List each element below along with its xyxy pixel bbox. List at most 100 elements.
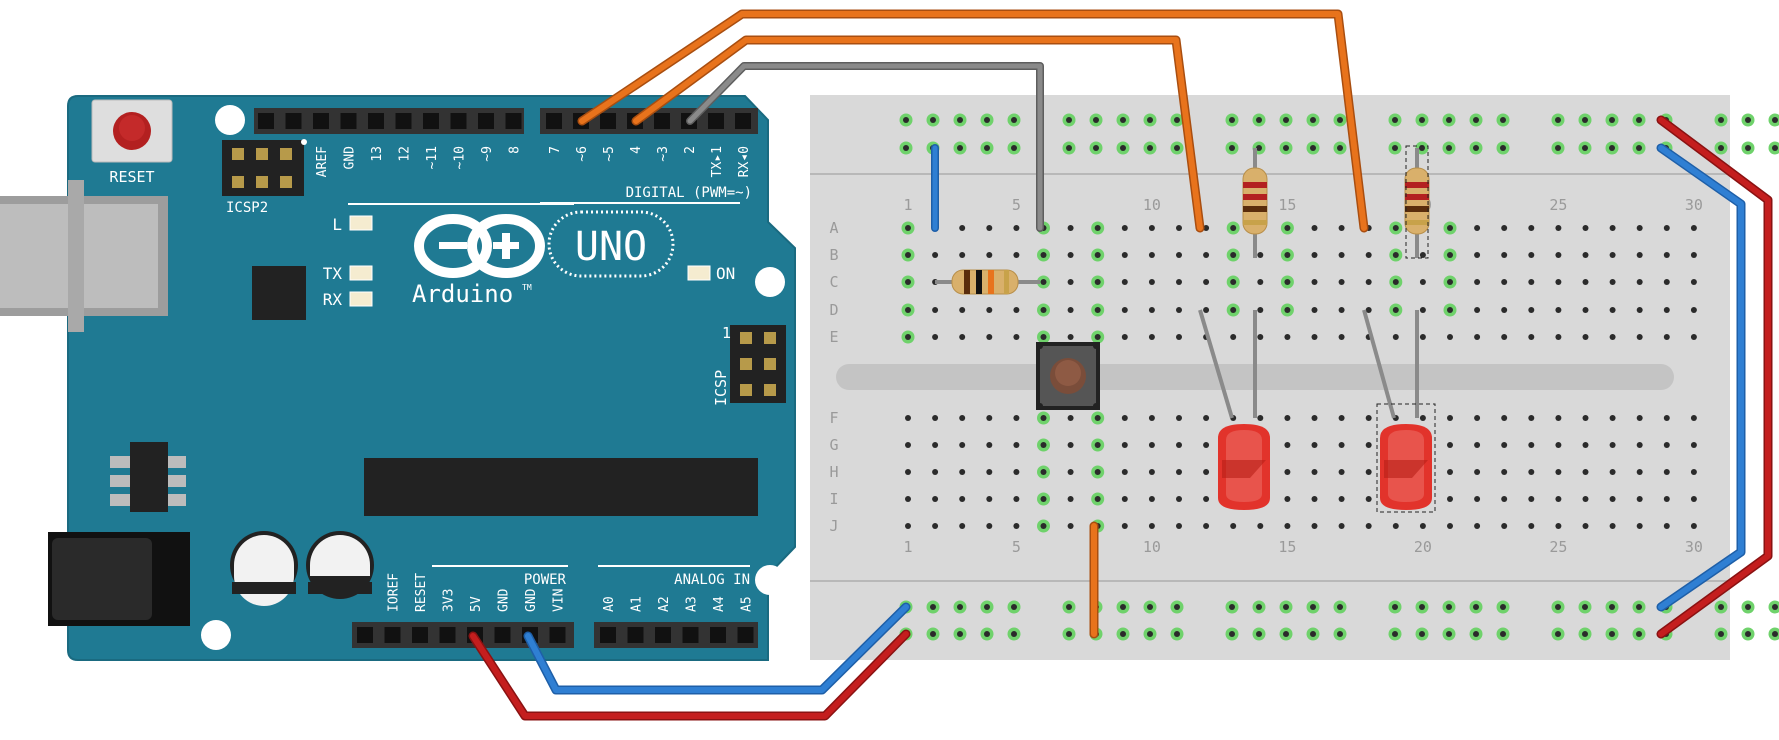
mounting-hole — [215, 105, 245, 135]
hole — [1283, 145, 1289, 151]
hole — [1256, 604, 1262, 610]
hole — [1148, 225, 1155, 231]
hole — [1311, 442, 1318, 448]
hole — [1310, 604, 1316, 610]
hole — [1555, 117, 1561, 123]
hole — [1392, 117, 1398, 123]
hole — [1690, 334, 1697, 340]
pin-socket — [505, 113, 522, 129]
hole — [1338, 307, 1345, 313]
hole — [1447, 523, 1453, 529]
push-button[interactable] — [1036, 342, 1100, 410]
digital-pin-label: 2 — [683, 146, 698, 154]
hole — [986, 252, 993, 258]
hole — [1392, 334, 1399, 340]
hole — [1176, 415, 1182, 421]
digital-pin-label: RX◂0 — [737, 146, 752, 177]
digital-pin-label: ~10 — [453, 146, 468, 169]
hole — [1284, 279, 1291, 285]
hole — [1256, 117, 1262, 123]
hole — [1040, 523, 1047, 529]
hole — [1174, 604, 1180, 610]
hole — [1663, 523, 1670, 529]
hole — [1013, 225, 1020, 231]
digital-pin-label: 7 — [548, 146, 563, 154]
hole — [1528, 334, 1535, 340]
hole — [1392, 604, 1398, 610]
reset-button[interactable] — [91, 99, 173, 163]
led-tx-label: TX — [323, 264, 343, 283]
hole — [1419, 631, 1425, 637]
hole — [1501, 307, 1508, 313]
hole — [1609, 415, 1616, 421]
hole — [1582, 604, 1588, 610]
capacitor — [230, 531, 298, 606]
hole — [1148, 252, 1155, 258]
digital-pin-sockets — [232, 113, 776, 396]
hole — [1528, 469, 1535, 475]
hole — [1555, 279, 1562, 285]
hole — [1203, 225, 1210, 231]
icsp-pin1-label: 1 — [722, 324, 731, 342]
pin-socket — [655, 627, 671, 643]
hole — [1013, 442, 1020, 448]
hole — [1067, 415, 1074, 421]
hole — [1040, 334, 1047, 340]
hole — [1528, 496, 1535, 502]
hole — [984, 604, 990, 610]
hole — [1176, 225, 1182, 231]
hole — [905, 252, 911, 258]
hole — [1690, 496, 1697, 502]
hole — [1067, 252, 1074, 258]
hole — [1690, 225, 1697, 231]
hole — [1582, 442, 1589, 448]
hole — [1392, 279, 1399, 285]
logo-uno: UNO — [575, 224, 647, 270]
hole — [1283, 117, 1289, 123]
hole — [1121, 225, 1128, 231]
resistor — [1404, 145, 1430, 259]
digital-pin-label: ~3 — [656, 146, 671, 162]
hole — [1609, 334, 1616, 340]
hole — [1609, 631, 1615, 637]
hole — [1067, 279, 1074, 285]
analog-pin-label: A4 — [712, 596, 727, 612]
hole — [1609, 117, 1615, 123]
hole — [930, 117, 936, 123]
hole — [1474, 225, 1481, 231]
hole — [986, 307, 993, 313]
hole — [1528, 415, 1535, 421]
hole — [1148, 469, 1155, 475]
wire-blue — [1658, 145, 1744, 610]
power-pin-label: 3V3 — [442, 589, 457, 612]
wire-red — [1658, 117, 1771, 637]
hole — [1663, 496, 1670, 502]
hole — [1284, 334, 1291, 340]
hole — [1013, 334, 1020, 340]
pin — [764, 384, 776, 396]
hole — [1284, 225, 1291, 231]
hole — [1011, 117, 1017, 123]
pin-socket — [313, 113, 329, 129]
logo-tm: TM — [522, 283, 532, 292]
hole — [1447, 442, 1453, 448]
hole — [1203, 442, 1210, 448]
hole — [1338, 496, 1345, 502]
pin-socket — [450, 113, 467, 129]
column-number: 1 — [903, 196, 912, 214]
hole — [1555, 469, 1562, 475]
hole — [1528, 225, 1535, 231]
hole — [1446, 145, 1452, 151]
hole — [1067, 307, 1074, 313]
column-number: 10 — [1143, 196, 1161, 214]
analog-pin-label: A1 — [630, 596, 645, 612]
analog-pin-label: A0 — [602, 596, 617, 612]
hole — [1311, 225, 1318, 231]
hole — [1365, 415, 1372, 421]
wire-red — [470, 631, 909, 719]
hole — [1011, 604, 1017, 610]
hole — [1311, 307, 1318, 313]
pin — [740, 384, 752, 396]
